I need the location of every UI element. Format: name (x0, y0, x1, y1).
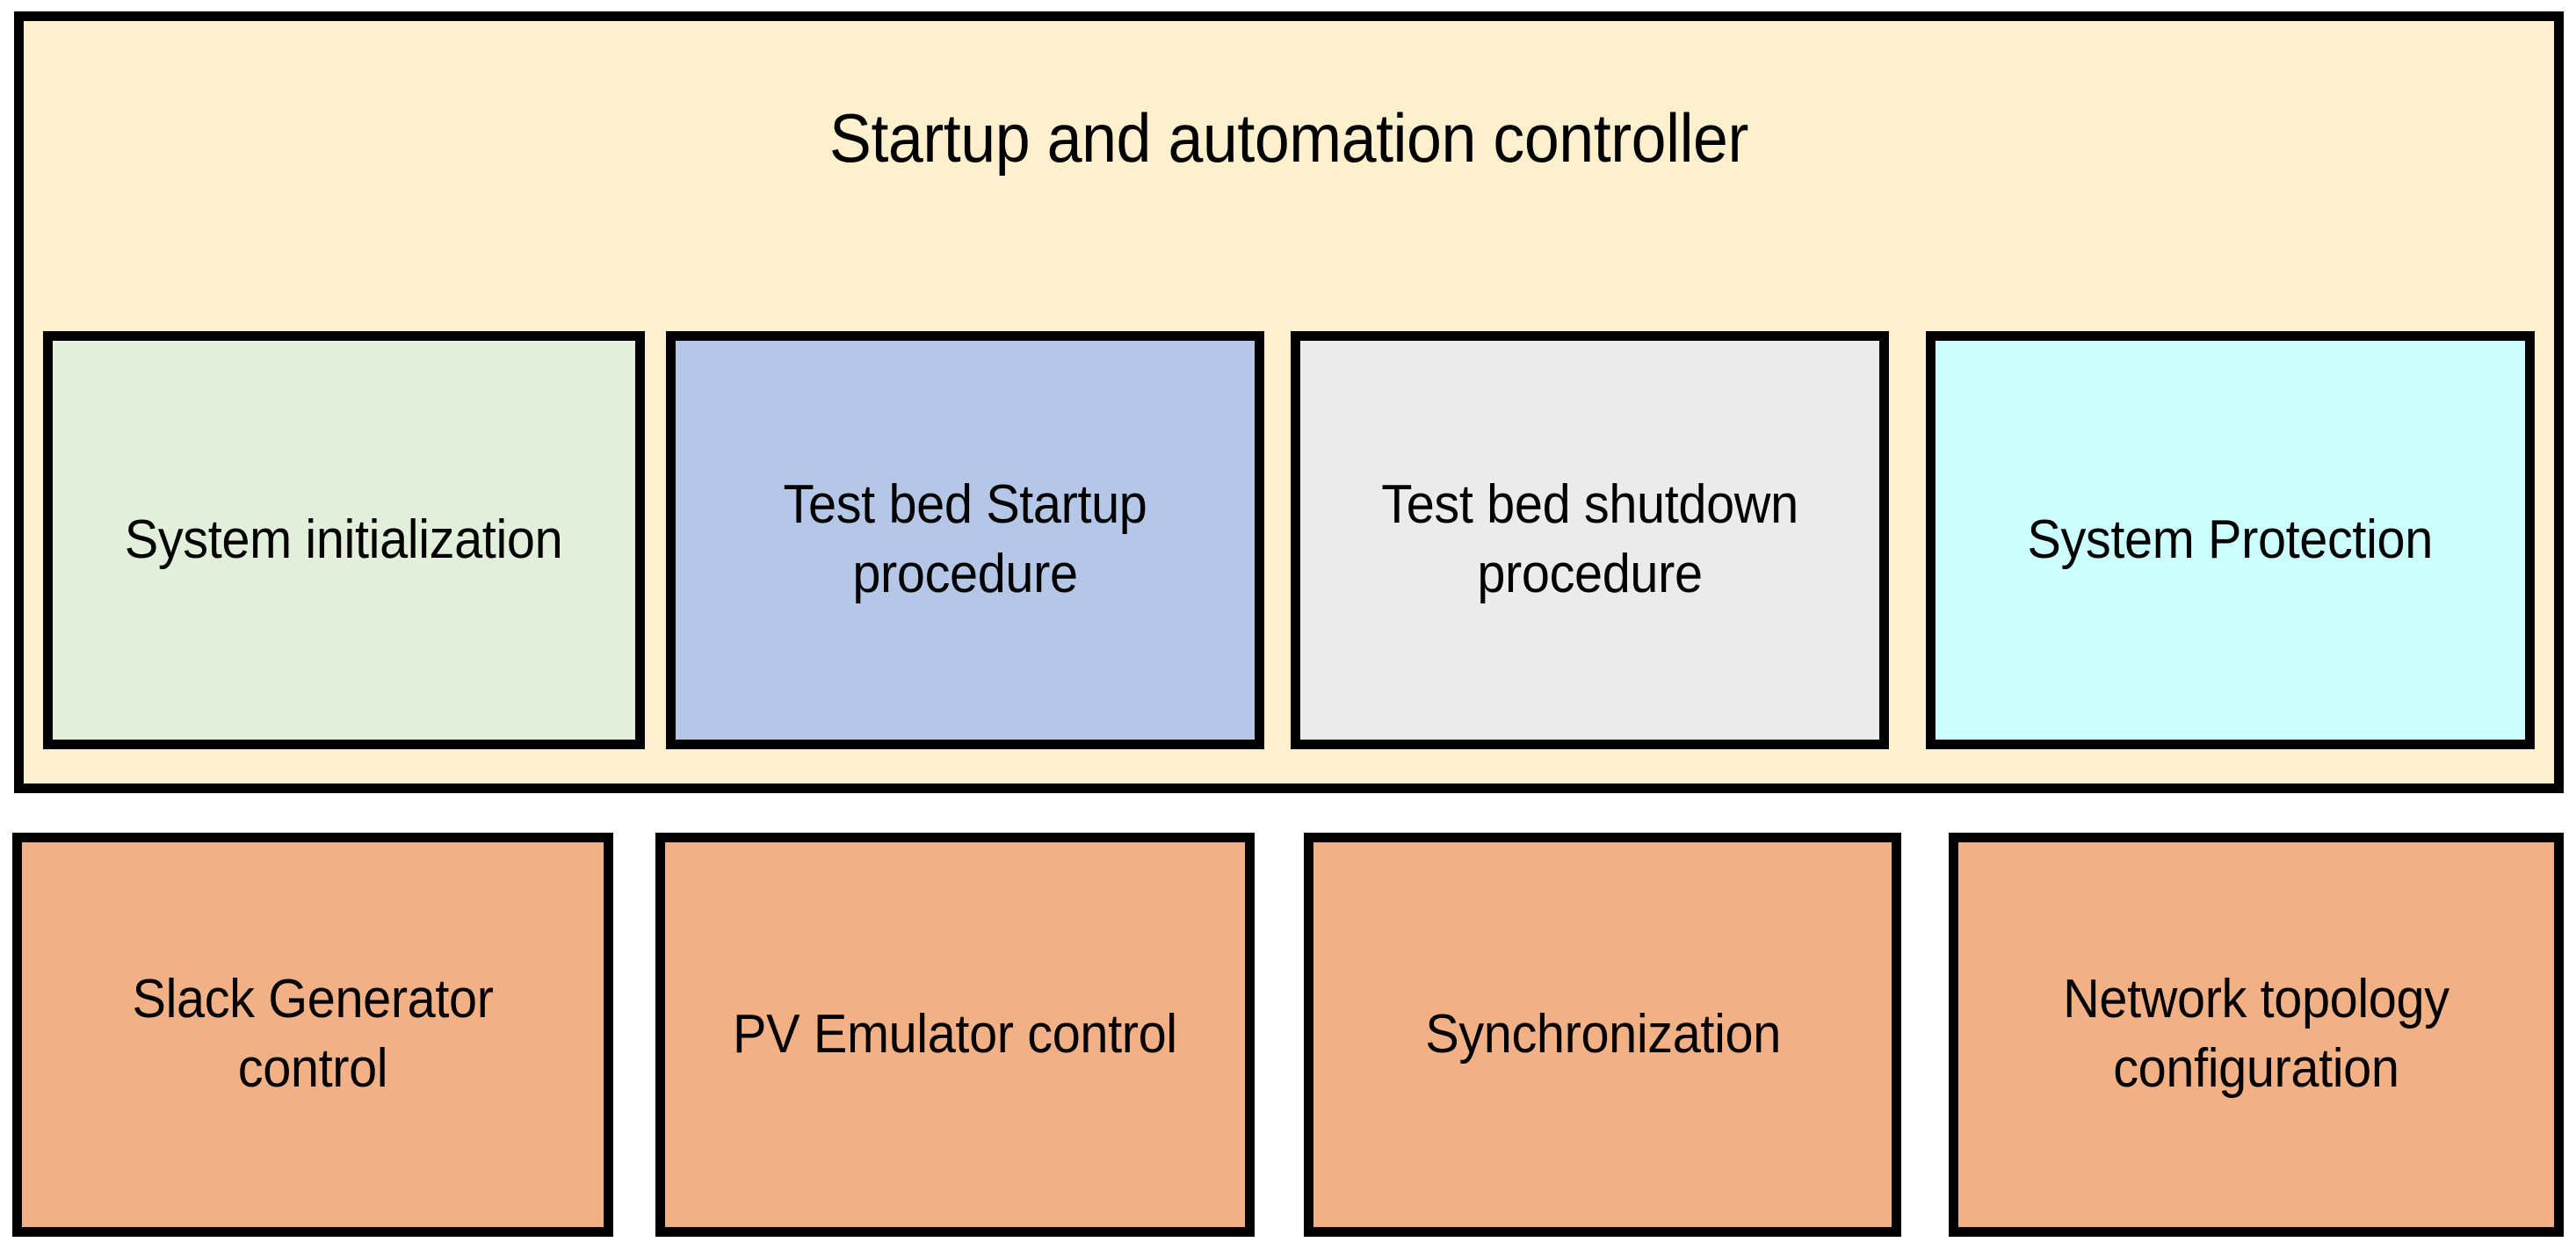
component-spacer-2 (1255, 833, 1304, 1237)
component-label-network-topology-configuration: Network topology configuration (2063, 969, 2449, 1099)
module-label-system-protection: System Protection (2027, 509, 2434, 570)
controller-title: Startup and automation controller (829, 99, 1748, 177)
module-spacer-2 (1264, 331, 1291, 749)
component-box-slack-generator-control[interactable]: Slack Generator control (12, 833, 614, 1237)
component-row: Slack Generator control PV Emulator cont… (12, 833, 2564, 1237)
component-label-synchronization: Synchronization (1424, 1003, 1781, 1065)
module-box-system-initialization[interactable]: System initialization (43, 331, 645, 749)
component-box-network-topology-configuration[interactable]: Network topology configuration (1949, 833, 2564, 1237)
controller-module-row: System initialization Test bed Startup p… (43, 331, 2536, 749)
component-label-pv-emulator-control: PV Emulator control (733, 1003, 1177, 1065)
module-box-test-bed-shutdown-procedure[interactable]: Test bed shutdown procedure (1291, 331, 1890, 749)
module-label-test-bed-shutdown-procedure: Test bed shutdown procedure (1381, 474, 1798, 604)
module-box-test-bed-startup-procedure[interactable]: Test bed Startup procedure (666, 331, 1265, 749)
component-label-slack-generator-control: Slack Generator control (132, 969, 494, 1099)
startup-automation-controller-container: Startup and automation controller System… (14, 11, 2564, 793)
module-label-system-initialization: System initialization (125, 509, 563, 570)
module-box-system-protection[interactable]: System Protection (1926, 331, 2536, 749)
module-label-test-bed-startup-procedure: Test bed Startup procedure (783, 474, 1147, 604)
component-spacer-1 (613, 833, 655, 1237)
component-spacer-3 (1901, 833, 1949, 1237)
module-spacer-1 (645, 331, 666, 749)
component-box-synchronization[interactable]: Synchronization (1304, 833, 1902, 1237)
module-spacer-3 (1889, 331, 1926, 749)
component-box-pv-emulator-control[interactable]: PV Emulator control (655, 833, 1255, 1237)
